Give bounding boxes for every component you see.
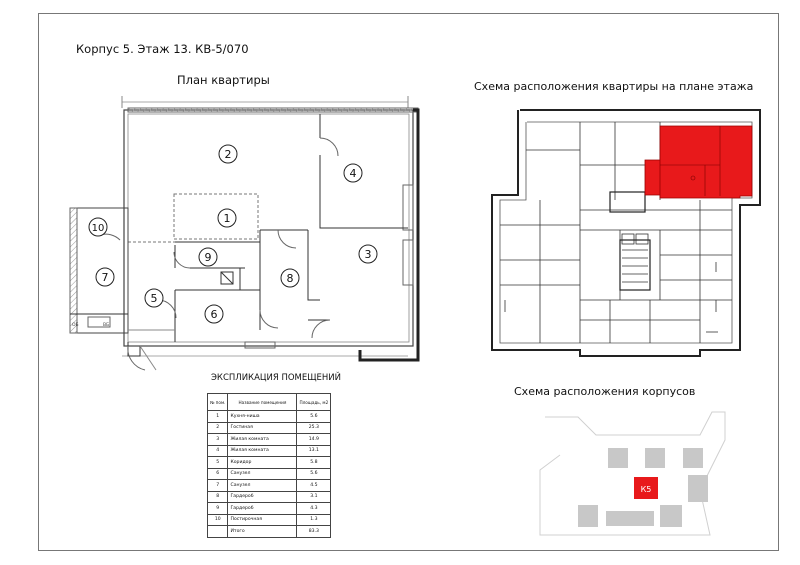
room-marker-8 <box>280 268 300 288</box>
column-header: Название помещения <box>227 393 298 411</box>
room-number: 9 <box>205 251 212 264</box>
room-number: 6 <box>211 308 218 321</box>
room-marker-1 <box>217 208 237 228</box>
drawing-frame <box>38 13 779 551</box>
balcony-label-right: ВБ <box>103 322 109 328</box>
room-number: 10 <box>92 223 105 234</box>
room-number: 4 <box>350 167 357 180</box>
apartment-header: Корпус 5. Этаж 13. КВ-5/070 <box>76 42 249 56</box>
room-marker-7 <box>95 267 115 287</box>
room-number: 2 <box>225 148 232 161</box>
room-marker-3 <box>358 244 378 264</box>
balcony-label-left: ОБ <box>72 322 79 328</box>
column-header: Площадь, м2 <box>296 393 332 411</box>
room-number: 5 <box>151 292 158 305</box>
room-marker-2 <box>218 144 238 164</box>
room-marker-10 <box>88 217 108 237</box>
room-marker-6 <box>204 304 224 324</box>
room-number: 1 <box>224 212 231 225</box>
room-number: 7 <box>102 271 109 284</box>
plan-title: План квартиры <box>177 73 270 87</box>
floor-scheme-title: Схема расположения квартиры на плане эта… <box>474 80 754 93</box>
room-number: 8 <box>287 272 294 285</box>
room-number: 3 <box>365 248 372 261</box>
room-marker-4 <box>343 163 363 183</box>
room-marker-5 <box>144 288 164 308</box>
column-header: № пом. <box>206 393 229 411</box>
blocks-scheme-title: Схема расположения корпусов <box>514 385 696 398</box>
room-marker-9 <box>198 247 218 267</box>
explication-title: ЭКСПЛИКАЦИЯ ПОМЕЩЕНИЙ <box>211 373 342 383</box>
